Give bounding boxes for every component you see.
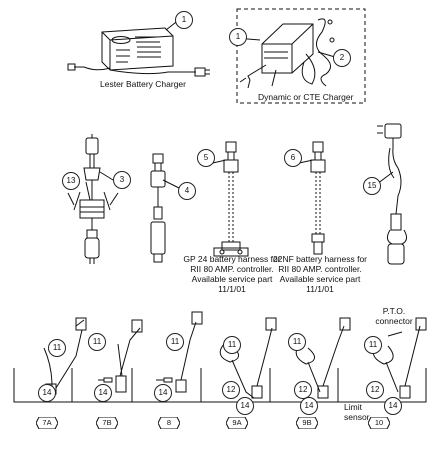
callout-14-10: 14 [384,397,402,415]
callout-14-9b: 14 [300,397,318,415]
callout-2: 2 [333,49,351,67]
22nf-harness-drawing [310,141,326,255]
callout-3: 3 [113,171,131,189]
lester-charger-drawing [67,27,210,77]
callout-11-9b: 11 [288,333,306,351]
panel-tag-7b: 7B [96,417,118,429]
callout-12-10: 12 [366,381,384,399]
cable-4-drawing [150,153,166,263]
dynamic-charger-box [236,8,366,104]
callout-11-8: 11 [166,333,184,351]
callout-14-9a: 14 [236,397,254,415]
callout-12-9a: 12 [222,381,240,399]
callout-5: 5 [197,149,215,167]
panel-tag-10: 10 [368,417,390,429]
panel-tag-label: 7A [42,418,52,427]
panel-tag-9a: 9A [226,417,248,429]
panel-tag-label: 9B [302,418,312,427]
panel-tag-8: 8 [158,417,180,429]
pto-caption: P.T.O.connector [375,306,413,326]
dynamic-caption: Dynamic or CTE Charger [258,92,354,102]
panel-tag-label: 9A [232,418,242,427]
callout-12-9b: 12 [294,381,312,399]
panel-tag-7a: 7A [36,417,58,429]
callout-11-7b: 11 [88,333,106,351]
lester-caption: Lester Battery Charger [100,79,186,89]
callout-14-7a: 14 [38,384,56,402]
callout-14-7b: 14 [94,384,112,402]
callout-11-7a: 11 [48,339,66,357]
callout-1-lester: 1 [175,11,193,29]
callout-11-10: 11 [364,336,382,354]
gp24-harness-drawing [213,141,249,257]
connector-assembly-drawing [67,134,119,264]
callout-6: 6 [284,149,302,167]
panel-tag-label: 10 [374,418,384,427]
panel-tag-label: 7B [102,418,112,427]
callout-14-8: 14 [154,384,172,402]
panel-tag-label: 8 [166,418,172,427]
callout-11-9a: 11 [223,336,241,354]
wiring-panels [13,311,427,403]
cord-15-drawing [377,123,408,265]
callout-4: 4 [178,182,196,200]
callout-1-dynamic: 1 [229,28,247,46]
panel-tag-9b: 9B [296,417,318,429]
callout-15: 15 [363,177,381,195]
dynamic-charger-drawing [239,18,335,89]
callout-13: 13 [62,172,80,190]
